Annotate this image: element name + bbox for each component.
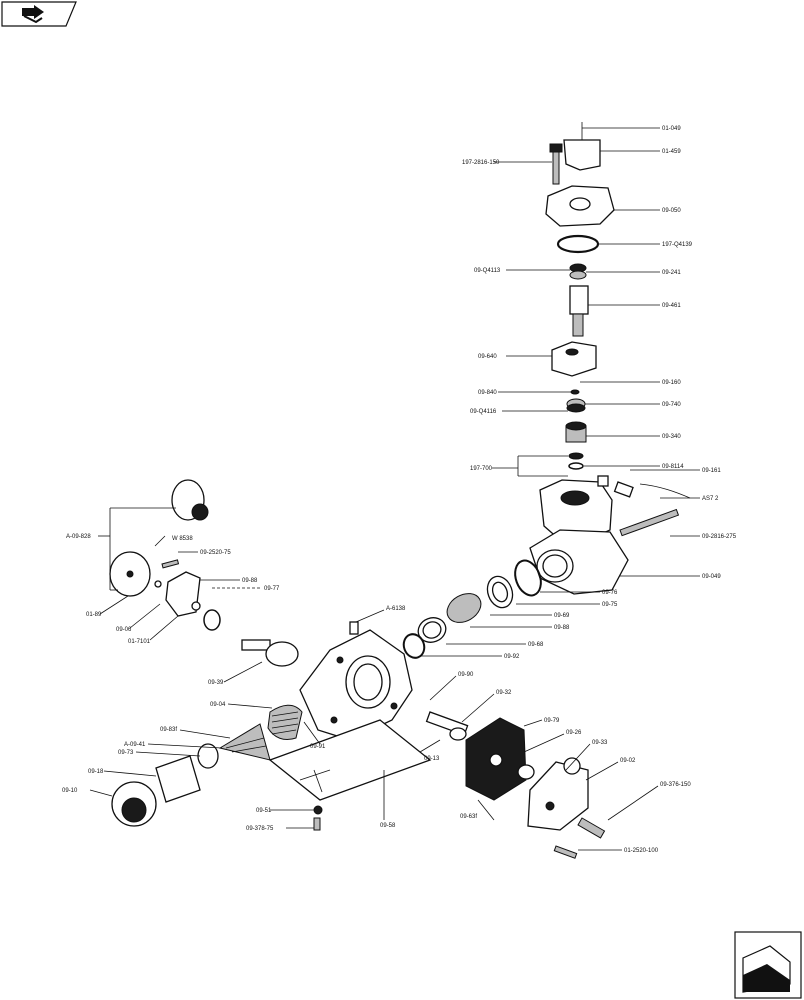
label-09-68: 09-68 xyxy=(528,642,544,648)
label-09-39: 09-39 xyxy=(208,680,224,686)
cap-part xyxy=(563,139,601,171)
part-labels: 01-049 01-459 197-2816-150 09-050 197-Q4… xyxy=(62,126,737,854)
label-09-51: 09-51 xyxy=(256,808,272,814)
label-09-Q4116: 09-Q4116 xyxy=(470,409,497,415)
label-09-32: 09-32 xyxy=(496,690,512,696)
label-09-88-left: 09-88 xyxy=(242,578,258,584)
label-09-69: 09-69 xyxy=(554,613,570,619)
left-sub-assembly xyxy=(109,479,221,631)
label-09-02: 09-02 xyxy=(620,758,636,764)
label-09-Q4113: 09-Q4113 xyxy=(474,268,501,274)
label-09-10: 09-10 xyxy=(62,788,78,794)
base-plate xyxy=(268,719,432,831)
bolt-part xyxy=(552,149,560,185)
label-09-06: 09-06 xyxy=(116,627,132,633)
main-housing xyxy=(111,621,413,827)
label-W-8538: W 8538 xyxy=(172,536,193,542)
next-page-arrow-icon[interactable] xyxy=(734,931,802,999)
label-A-09-828: A-09-828 xyxy=(66,534,91,540)
label-09-376-150: 09-376-150 xyxy=(660,782,691,788)
label-09-161: 09-161 xyxy=(702,468,721,474)
shaft-part xyxy=(569,285,589,315)
leader-lines xyxy=(89,127,700,851)
label-01-049: 01-049 xyxy=(662,126,681,132)
label-09-13: 09-13 xyxy=(424,756,440,762)
o-ring-part xyxy=(556,234,600,254)
label-09-640: 09-640 xyxy=(478,354,497,360)
label-01-2520-100: 01-2520-100 xyxy=(624,848,659,854)
label-09-740: 09-740 xyxy=(662,402,681,408)
label-09-90: 09-90 xyxy=(458,672,474,678)
label-A-6138: A-6138 xyxy=(386,606,406,612)
label-09-18: 09-18 xyxy=(88,769,104,775)
label-09-79: 09-79 xyxy=(544,718,560,724)
label-09-8114: 09-8114 xyxy=(662,464,684,470)
valve-body xyxy=(529,475,691,595)
label-09-26: 09-26 xyxy=(566,730,582,736)
label-AS7-2: AS7 2 xyxy=(702,496,719,502)
label-09-241: 09-241 xyxy=(662,270,681,276)
label-09-050: 09-050 xyxy=(662,208,681,214)
label-09-58: 09-58 xyxy=(380,823,396,829)
top-column-parts xyxy=(545,122,615,470)
label-01-7101: 01-7101 xyxy=(128,639,151,645)
label-09-33: 09-33 xyxy=(592,740,608,746)
label-09-92: 09-92 xyxy=(504,654,520,660)
label-197-2816-150: 197-2816-150 xyxy=(462,160,500,166)
label-09-91: 09-91 xyxy=(310,744,326,750)
label-09-049: 09-049 xyxy=(702,574,721,580)
label-09-160: 09-160 xyxy=(662,380,681,386)
seal-rings xyxy=(402,559,542,659)
label-197-700: 197-700 xyxy=(470,466,493,472)
label-09-04: 09-04 xyxy=(210,702,226,708)
label-09-2520-75: 09-2520-75 xyxy=(200,550,231,556)
label-01-459: 01-459 xyxy=(662,149,681,155)
label-09-75: 09-75 xyxy=(602,602,618,608)
label-197-Q4139: 197-Q4139 xyxy=(662,242,693,248)
label-09-63f: 09-63f xyxy=(460,814,477,820)
label-01-89: 01-89 xyxy=(86,612,102,618)
label-09-378-75: 09-378-75 xyxy=(246,826,274,832)
label-09-840: 09-840 xyxy=(478,390,497,396)
label-09-73: 09-73 xyxy=(118,750,134,756)
back-arrow-icon[interactable] xyxy=(1,1,77,27)
label-09-2816-275: 09-2816-275 xyxy=(702,534,737,540)
label-09-76: 09-76 xyxy=(602,590,618,596)
label-09-77: 09-77 xyxy=(264,586,280,592)
label-09-83f: 09-83f xyxy=(160,727,177,733)
label-09-340: 09-340 xyxy=(662,434,681,440)
label-09-461: 09-461 xyxy=(662,303,681,309)
right-sub-assembly xyxy=(425,711,606,859)
label-A-09-41: A-09-41 xyxy=(124,742,146,748)
label-09-88: 09-88 xyxy=(554,625,570,631)
